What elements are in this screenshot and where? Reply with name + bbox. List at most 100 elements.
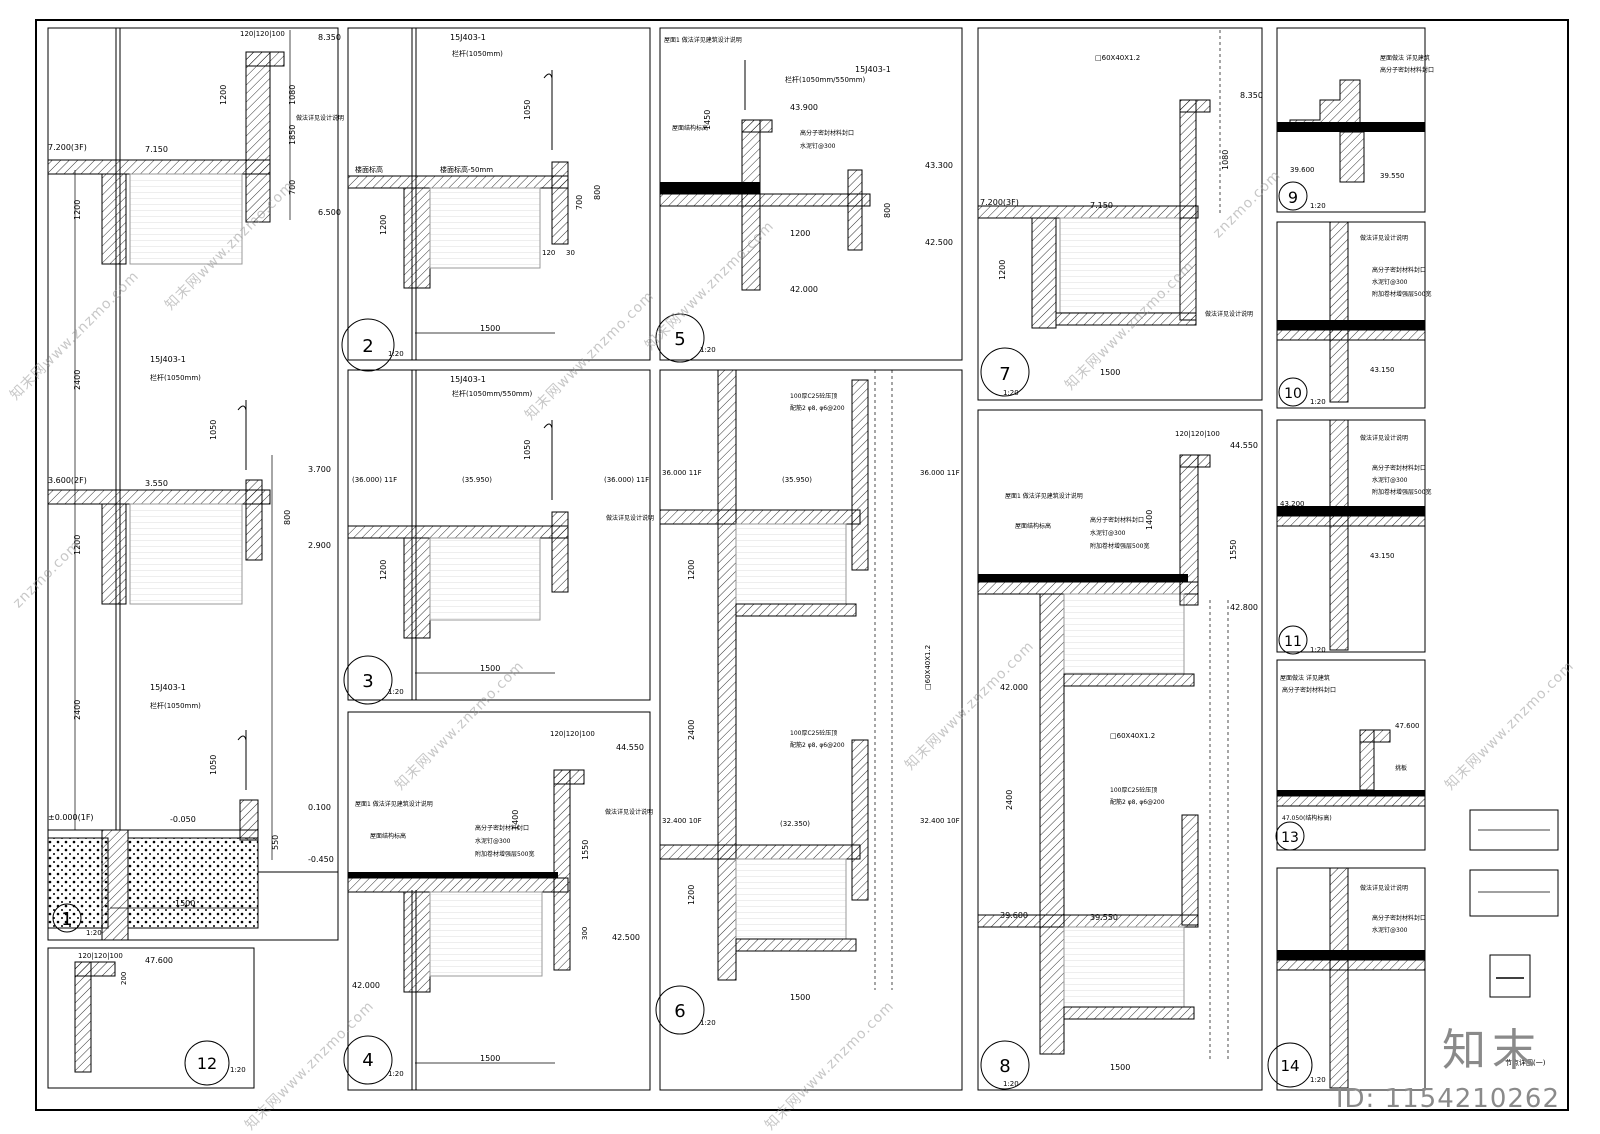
detail-num-11: 11 bbox=[1284, 634, 1302, 650]
rail-note-5: 栏杆(1050mm/550mm) bbox=[785, 75, 866, 84]
stair-note-9: 屋面做法 详见建筑 bbox=[1380, 54, 1430, 62]
elev-7150: 7.150 bbox=[145, 145, 168, 154]
detail-num-12: 12 bbox=[197, 1054, 217, 1073]
membrane-13: 高分子密封材料封口 bbox=[1282, 686, 1336, 694]
dim-1400-8: 1400 bbox=[1145, 510, 1154, 530]
dim-2400-a: 2400 bbox=[73, 370, 82, 390]
dim-top-8: 120|120|100 bbox=[1175, 430, 1220, 438]
dim-1050-b: 1050 bbox=[209, 755, 218, 775]
elev-7200-3f: 7.200(3F) bbox=[48, 143, 87, 152]
elev-2900: 2.900 bbox=[308, 541, 331, 550]
extra-layer-11: 附加卷材增强层500宽 bbox=[1372, 488, 1431, 496]
elev-42000-8: 42.000 bbox=[1000, 683, 1028, 692]
membrane-5: 高分子密封材料封口 bbox=[800, 129, 854, 137]
detail-scale-14: 1:20 bbox=[1310, 1076, 1326, 1084]
levels-c-6: 36.000 11F bbox=[920, 469, 960, 477]
detail-scale-1: 1:20 bbox=[86, 929, 102, 937]
levels-a-3: (36.000) 11F bbox=[352, 476, 397, 484]
elev-47600-12: 47.600 bbox=[145, 956, 173, 965]
membrane-10: 高分子密封材料封口 bbox=[1372, 266, 1426, 274]
dim-1550-8: 1550 bbox=[1229, 540, 1238, 560]
elev-43900-5: 43.900 bbox=[790, 103, 818, 112]
detail-9-panel: 屋面做法 详见建筑 高分子密封材料封口 39.600 39.550 9 1:20 bbox=[1276, 27, 1434, 213]
tube-note-8: □60X40X1.2 bbox=[1110, 732, 1155, 740]
elev-8350: 8.350 bbox=[318, 33, 341, 42]
detail-scale-7: 1:20 bbox=[1003, 389, 1019, 397]
floor-mark-50-2: 楼面标高-50mm bbox=[440, 165, 493, 174]
levels-d-6: (32.350) bbox=[780, 820, 810, 828]
levels-b-3: (35.950) bbox=[462, 476, 492, 484]
elev-0100: 0.100 bbox=[308, 803, 331, 812]
dim-1550-4: 1550 bbox=[581, 840, 590, 860]
detail-14-panel: 做法详见设计说明 高分子密封材料封口 水泥钉@300 14 1:20 bbox=[1267, 867, 1426, 1091]
membrane-9: 高分子密封材料封口 bbox=[1380, 66, 1434, 74]
roof-mark-4: 屋面结构标高 bbox=[370, 832, 406, 840]
elev-m0050: -0.050 bbox=[170, 815, 196, 824]
dim-2400-b: 2400 bbox=[73, 700, 82, 720]
elev-39550-8: 39.550 bbox=[1090, 913, 1118, 922]
dim-120-2: 120 bbox=[542, 249, 555, 257]
dim-top-12: 120|120|100 bbox=[78, 952, 123, 960]
elev-m0450: -0.450 bbox=[308, 855, 334, 864]
detail-scale-8: 1:20 bbox=[1003, 1080, 1019, 1088]
extra-layer-8: 附加卷材增强层500宽 bbox=[1090, 542, 1149, 550]
dim-800: 800 bbox=[283, 510, 292, 525]
membrane-11: 高分子密封材料封口 bbox=[1372, 464, 1426, 472]
dim-1050-2: 1050 bbox=[523, 100, 532, 120]
elev-8350-7: 8.350 bbox=[1240, 91, 1263, 100]
dim-700-2: 700 bbox=[575, 195, 584, 210]
roof-mark-8: 屋面结构标高 bbox=[1015, 522, 1051, 530]
sheet-border bbox=[35, 19, 1569, 1111]
detail-scale-12: 1:20 bbox=[230, 1066, 246, 1074]
detail-num-5: 5 bbox=[674, 329, 685, 350]
facade-note-1: 做法详见设计说明 bbox=[296, 114, 344, 122]
dim-1500-2: 1500 bbox=[480, 324, 500, 333]
dim-800-5: 800 bbox=[883, 203, 892, 218]
levels-c-6b: 32.400 10F bbox=[662, 817, 702, 825]
dim-1200-3: 1200 bbox=[379, 560, 388, 580]
dim-top-1: 120|120|100 bbox=[240, 30, 285, 38]
dim-300-4: 300 bbox=[581, 927, 589, 940]
detail-scale-9: 1:20 bbox=[1310, 202, 1326, 210]
dim-1200-6a: 1200 bbox=[687, 560, 696, 580]
dim-1200-b: 1200 bbox=[73, 535, 82, 555]
elev-6500: 6.500 bbox=[318, 208, 341, 217]
detail-num-9: 9 bbox=[1288, 188, 1298, 207]
waterproof-8: 水泥钉@300 bbox=[1090, 529, 1126, 537]
waterproof-4: 水泥钉@300 bbox=[475, 837, 511, 845]
rail-note-2: 栏杆(1050mm) bbox=[452, 49, 503, 58]
std-ref-3: 15J403-1 bbox=[450, 375, 486, 384]
detail-scale-11: 1:20 bbox=[1310, 646, 1326, 654]
brand-logo: 知末 bbox=[1442, 1025, 1542, 1076]
elev-39600-8: 39.600 bbox=[1000, 911, 1028, 920]
title-block: 节点详图(一) bbox=[1469, 809, 1559, 1067]
dim-1500-7: 1500 bbox=[1100, 368, 1120, 377]
elev-42000-5: 42.000 bbox=[790, 285, 818, 294]
detail-11-panel: 做法详见设计说明 高分子密封材料封口 水泥钉@300 附加卷材增强层500宽 4… bbox=[1276, 419, 1431, 655]
roof-mark-5: 屋面结构标高 bbox=[672, 124, 708, 132]
dim-1500-1: 1500 bbox=[175, 899, 195, 908]
detail-num-6: 6 bbox=[674, 1001, 685, 1022]
dim-550: 550 bbox=[271, 835, 280, 850]
roof-note-4: 屋面1 做法详见建筑设计说明 bbox=[355, 800, 433, 808]
elev-0000: ±0.000(1F) bbox=[48, 813, 94, 822]
elev-3600-2f: 3.600(2F) bbox=[48, 476, 87, 485]
extra-layer-10: 附加卷材增强层500宽 bbox=[1372, 290, 1431, 298]
detail-num-4: 4 bbox=[362, 1050, 373, 1071]
waterproof-10: 水泥钉@300 bbox=[1372, 278, 1408, 286]
elev-39600-9: 39.600 bbox=[1290, 166, 1315, 174]
dim-1200-a: 1200 bbox=[73, 200, 82, 220]
detail-3-panel: 15J403-1 栏杆(1050mm/550mm) (36.000) 11F (… bbox=[343, 369, 654, 705]
elev-44550-8: 44.550 bbox=[1230, 441, 1258, 450]
detail-scale-2: 1:20 bbox=[388, 350, 404, 358]
detail-num-1: 1 bbox=[61, 909, 72, 930]
detail-scale-10: 1:20 bbox=[1310, 398, 1326, 406]
dim-1400-4: 1400 bbox=[511, 810, 520, 830]
dim-30-2: 30 bbox=[566, 249, 575, 257]
dim-1200-5: 1200 bbox=[790, 229, 810, 238]
detail-num-14: 14 bbox=[1280, 1057, 1299, 1075]
membrane-8: 高分子密封材料封口 bbox=[1090, 516, 1144, 524]
dim-1850: 1850 bbox=[288, 125, 297, 145]
detail-13-panel: 屋面做法 详见建筑 高分子密封材料封口 47.600 47.050(结构标高) … bbox=[1275, 659, 1426, 851]
title-block-label: 节点详图(一) bbox=[1505, 1058, 1546, 1067]
